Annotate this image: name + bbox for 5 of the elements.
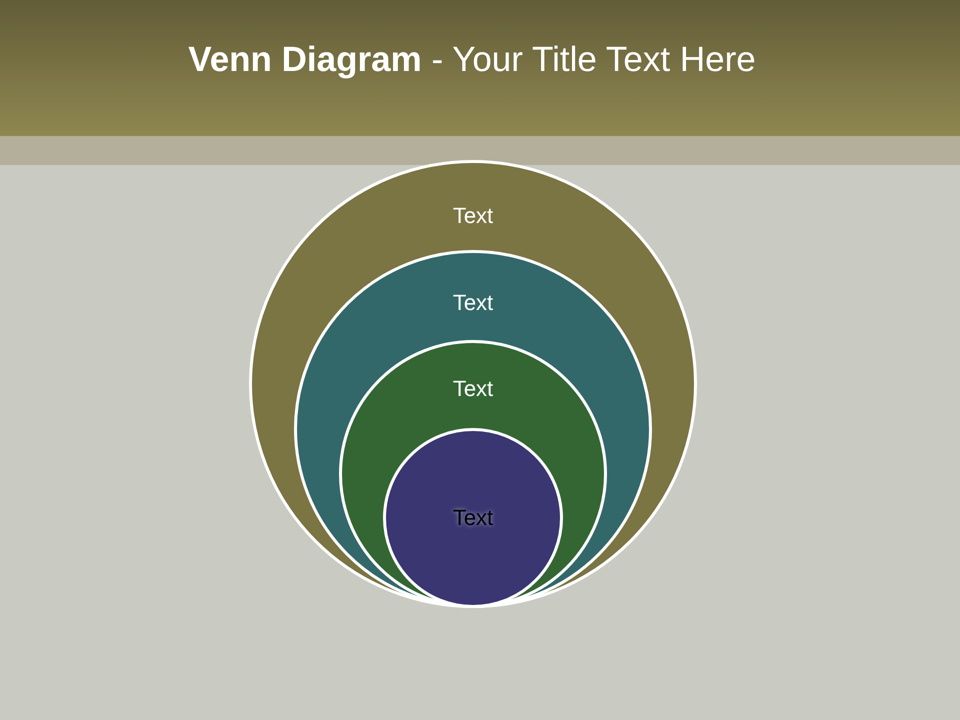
circle-label: Text <box>452 203 494 229</box>
circle-label: Text <box>452 505 494 531</box>
circle-label: Text <box>452 290 494 316</box>
circle-label: Text <box>452 376 494 402</box>
slide-title: Venn Diagram - Your Title Text Here <box>188 40 756 79</box>
